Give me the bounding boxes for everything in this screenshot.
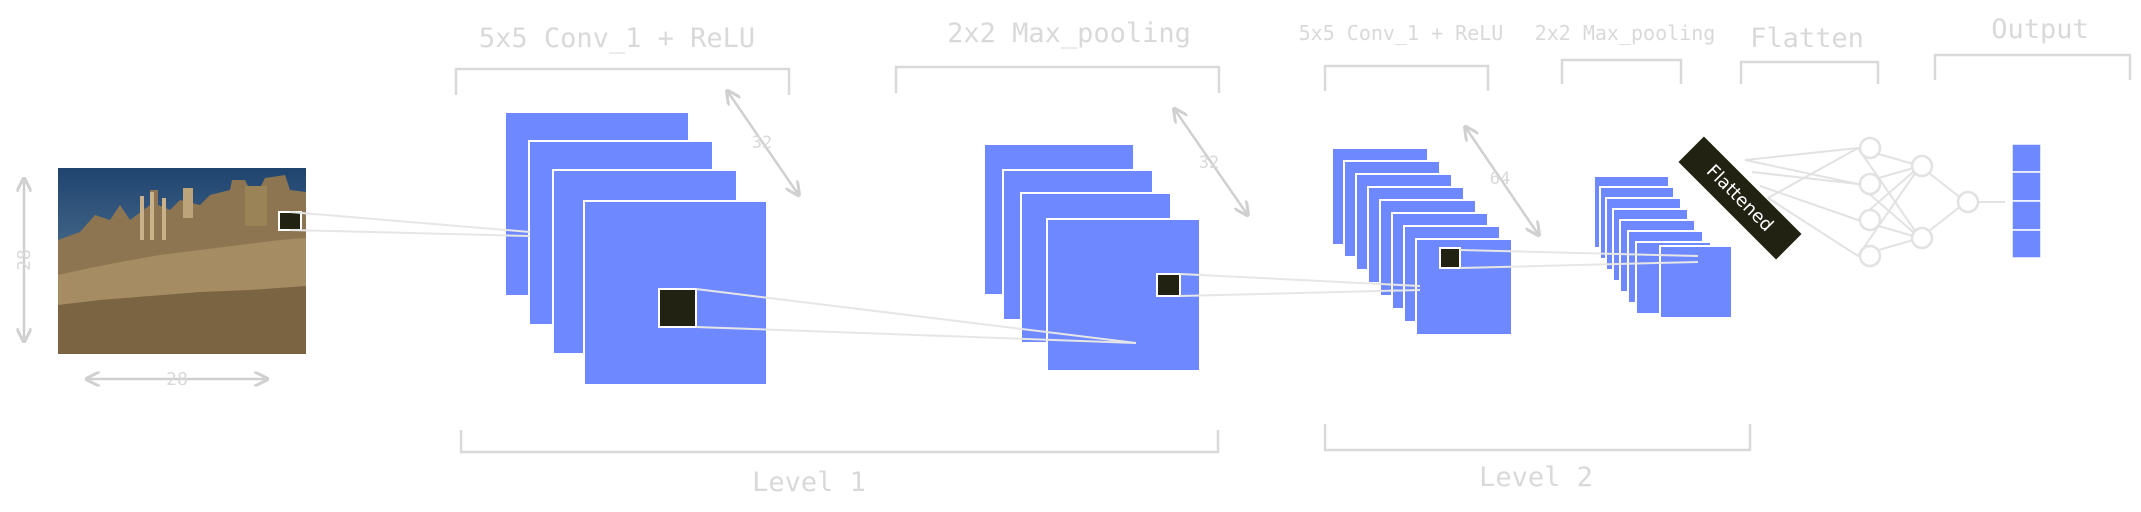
level1-bracket [459,430,1220,454]
conv1-feature-maps [504,111,768,386]
pool1-feature-maps [983,143,1201,372]
pool1-title: 2x2 Max_pooling [947,18,1191,49]
conv2-bracket [1323,64,1490,91]
pool1-depth-label: 32 [1199,153,1219,173]
level1-label: Level 1 [752,467,866,498]
network-node [1910,226,1934,250]
network-node [1910,154,1934,178]
network-node [1956,190,1980,214]
pool2-map [1659,245,1733,319]
level2-label: Level 2 [1479,462,1593,493]
output-cell [2011,171,2042,202]
connector-line [1179,289,1421,297]
conv2-kernel [1439,247,1461,269]
output-bracket [1933,53,2132,80]
connector-line [289,229,531,237]
input-image [58,168,306,354]
network-node [1858,208,1882,232]
input-width-label: 28 [166,369,188,390]
pool1-bracket [894,65,1221,93]
output-vector [2011,143,2042,259]
output-cell [2011,229,2042,259]
conv1-kernel [658,288,697,328]
conv2-title: 5x5 Conv_1 + ReLU [1299,21,1504,45]
conv2-map [1415,238,1513,336]
output-cell [2011,200,2042,231]
conv1-depth-arrow [728,92,798,194]
conv2-feature-maps [1331,147,1513,336]
connector-line [289,211,531,233]
input-receptive-window [278,211,302,231]
pool1-kernel [1156,273,1181,297]
pool1-depth-arrow [1175,110,1247,214]
conv2-depth-label: 64 [1490,169,1510,189]
conv1-bracket [454,67,791,95]
output-title: Output [1991,14,2089,45]
connector-line [1459,249,1699,257]
connector-line [1179,273,1421,287]
connector-line [695,326,1137,344]
input-height-label: 28 [14,249,35,271]
pool2-feature-maps [1593,175,1733,319]
connector-line [695,288,1137,344]
network-node [1858,244,1882,268]
conv1-title: 5x5 Conv_1 + ReLU [479,23,755,54]
output-cell [2011,143,2042,173]
network-node [1858,172,1882,196]
connector-line [1459,261,1699,269]
level2-bracket [1323,424,1752,452]
pool2-bracket [1560,58,1683,84]
flatten-bracket [1739,60,1880,84]
flatten-title: Flatten [1750,23,1864,54]
neural-network-icon [1744,136,2005,268]
network-node [1858,136,1882,160]
conv2-depth-arrow [1466,128,1538,234]
pool2-title: 2x2 Max_pooling [1535,21,1716,45]
conv1-depth-label: 32 [752,133,772,153]
